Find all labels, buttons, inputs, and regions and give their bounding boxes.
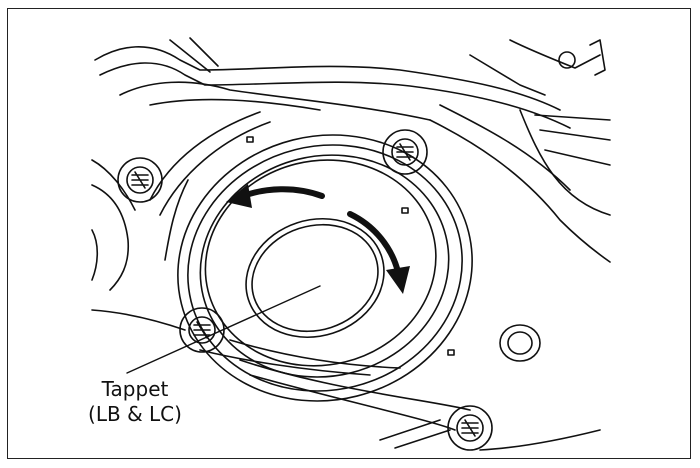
left-housing xyxy=(91,111,601,451)
bolt-bottom-right xyxy=(447,405,493,451)
ring-notch xyxy=(401,207,409,214)
callout-label-line2: (LB & LC) xyxy=(88,402,182,426)
upper-housing xyxy=(94,37,611,263)
tappet xyxy=(245,217,385,339)
ring-notch xyxy=(246,136,254,143)
figure-frame xyxy=(7,8,691,459)
tappet-cover-rings xyxy=(177,134,473,402)
arrow-head-down xyxy=(386,266,410,294)
callout-label-line1: Tappet xyxy=(101,377,169,401)
arrow-head-left xyxy=(226,184,252,208)
callout-leader-line xyxy=(126,285,321,374)
side-boss xyxy=(499,324,541,362)
bolt-top-left xyxy=(117,157,163,203)
rotation-arrows xyxy=(226,184,410,294)
ring-notch xyxy=(447,349,455,356)
